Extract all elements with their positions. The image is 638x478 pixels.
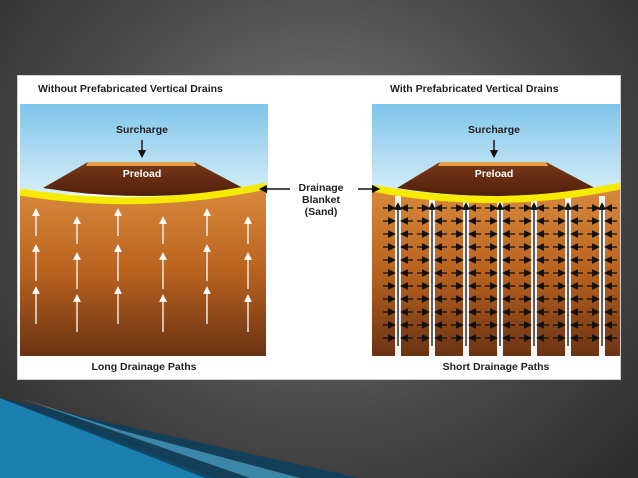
left-panel-title: Without Prefabricated Vertical Drains: [38, 83, 223, 95]
right-sand-blanket: [371, 182, 621, 203]
left-sand-blanket: [19, 182, 267, 205]
drainage-blanket-label: Drainage Blanket (Sand): [288, 182, 354, 218]
blanket-line-2: Blanket: [302, 194, 340, 206]
right-preload: [397, 162, 595, 196]
blanket-line-3: (Sand): [304, 206, 338, 218]
left-surcharge-label: Surcharge: [116, 124, 168, 136]
left-soil: [20, 188, 266, 356]
left-long-drainage-arrows: [32, 208, 252, 332]
blanket-line-1: Drainage: [298, 182, 344, 194]
right-vertical-drains: [394, 196, 606, 356]
slide-accent-shadow: [0, 398, 360, 478]
left-bottom-label: Long Drainage Paths: [91, 361, 197, 373]
right-short-drainage-arrows: [383, 204, 617, 342]
left-preload: [43, 162, 243, 196]
right-preload-label: Preload: [474, 168, 514, 180]
left-preload-label: Preload: [122, 168, 162, 180]
right-surcharge-layer: [438, 162, 548, 166]
right-soil: [372, 188, 620, 356]
diagram-panel: Without Prefabricated Vertical Drains Wi…: [17, 75, 621, 380]
right-panel-title: With Prefabricated Vertical Drains: [390, 83, 559, 95]
left-surcharge-layer: [86, 162, 196, 166]
right-surcharge-label: Surcharge: [468, 124, 520, 136]
drainage-diagram: [19, 104, 621, 356]
right-bottom-label: Short Drainage Paths: [442, 361, 550, 373]
